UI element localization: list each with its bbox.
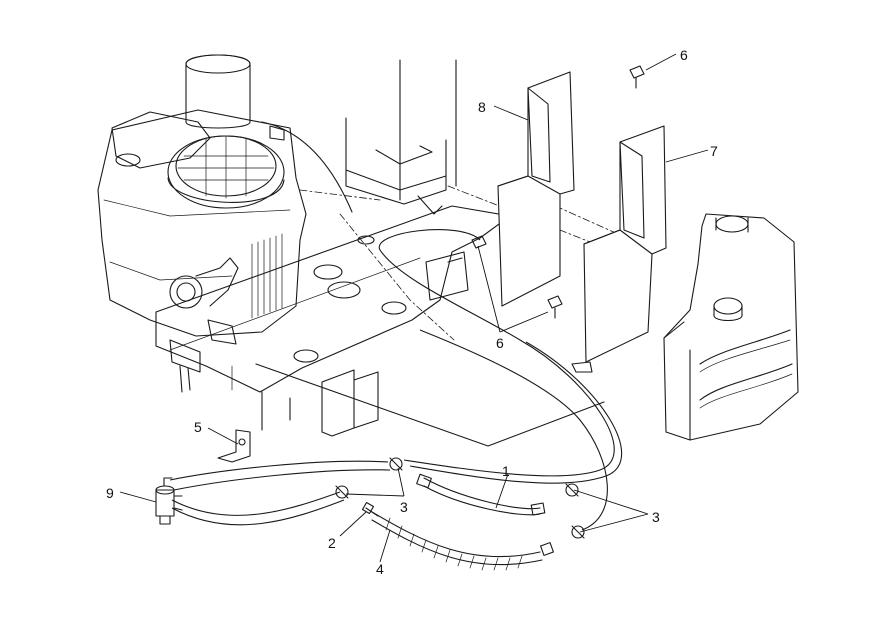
callout-6-top: 6: [680, 47, 688, 63]
fuel-valve-9: [155, 477, 183, 525]
callout-3-right: 3: [652, 509, 660, 525]
bolts-6: [471, 65, 645, 319]
guard-plate-8: [497, 71, 575, 307]
callout-5: 5: [194, 419, 202, 435]
callout-9: 9: [106, 485, 114, 501]
callout-4: 4: [376, 561, 384, 577]
fuel-hose-1: [416, 473, 546, 516]
callout-leaders: [119, 53, 709, 563]
callout-8: 8: [478, 99, 486, 115]
callout-3-left: 3: [400, 499, 408, 515]
fuel-tank: [663, 213, 799, 441]
callout-1: 1: [502, 463, 510, 479]
callout-7: 7: [710, 143, 718, 159]
fuel-hose-2: [361, 501, 379, 517]
callout-labels: 1 2 3 3 4 5 6 6 7 8 9: [106, 47, 718, 577]
hose-clamps-3: [335, 457, 585, 539]
callout-2: 2: [328, 535, 336, 551]
fuel-hose-route: [169, 229, 623, 531]
callout-6-lower: 6: [496, 335, 504, 351]
engine-assembly: [97, 54, 353, 393]
guard-plate-7: [571, 125, 667, 373]
spiral-hose-protector-4: [371, 511, 554, 571]
hose-bracket-5: [217, 429, 251, 463]
